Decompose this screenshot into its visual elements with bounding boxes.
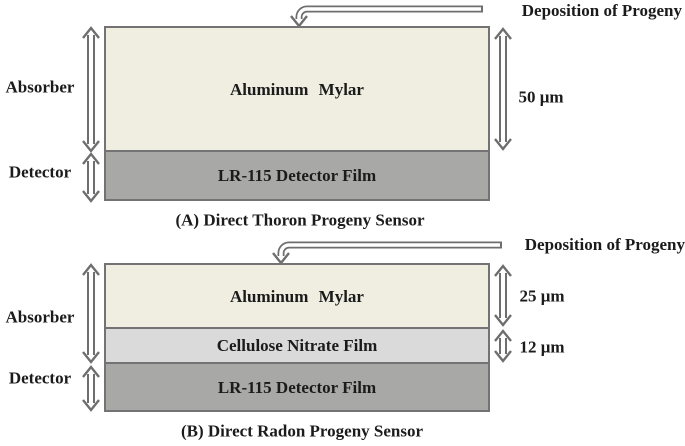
- deposition-arrow-b: [272, 241, 502, 265]
- detector-arrow-b: [82, 365, 100, 412]
- deposition-label-a: Deposition of Progeny: [521, 1, 682, 20]
- layer-label-lr115-b: LR-115 Detector Film: [217, 377, 377, 397]
- thickness-label-25um: 25 μm: [519, 286, 565, 306]
- deposition-label-b: Deposition of Progeny: [524, 235, 685, 254]
- layer-aluminum-mylar-b: Aluminum Mylar: [106, 265, 488, 327]
- thickness-arrow-50um: [494, 27, 512, 151]
- caption-a: (A) Direct Thoron Progeny Sensor: [175, 210, 425, 230]
- caption-b: (B) Direct Radon Progeny Sensor: [180, 421, 424, 441]
- layer-aluminum-mylar-a: Aluminum Mylar: [106, 28, 488, 150]
- layer-label-aluminum-mylar-b: Aluminum Mylar: [230, 286, 364, 306]
- detector-arrow-a: [82, 152, 100, 203]
- layer-label-lr115-a: LR-115 Detector Film: [217, 166, 377, 185]
- absorber-arrow-b: [82, 263, 100, 364]
- deposition-arrow-a: [290, 5, 483, 28]
- sensor-stack-b: Aluminum Mylar Cellulose Nitrate Film LR…: [104, 263, 490, 412]
- layer-lr115-a: LR-115 Detector Film: [106, 150, 488, 199]
- thickness-label-50um: 50 μm: [518, 87, 564, 107]
- thickness-arrow-12um: [494, 329, 512, 363]
- absorber-label-a: Absorber: [5, 77, 75, 97]
- detector-label-a: Detector: [8, 162, 72, 182]
- thickness-arrow-25um: [494, 264, 512, 327]
- absorber-arrow-a: [82, 26, 100, 153]
- layer-lr115-b: LR-115 Detector Film: [106, 362, 488, 410]
- detector-label-b: Detector: [8, 368, 72, 388]
- sensor-stack-a: Aluminum Mylar LR-115 Detector Film: [104, 26, 490, 201]
- layer-cellulose-nitrate-b: Cellulose Nitrate Film: [106, 327, 488, 362]
- layer-label-cellulose-nitrate-b: Cellulose Nitrate Film: [216, 336, 378, 355]
- thickness-label-12um: 12 μm: [519, 337, 565, 357]
- absorber-label-b: Absorber: [5, 307, 75, 327]
- layer-label-aluminum-mylar-a: Aluminum Mylar: [230, 79, 364, 99]
